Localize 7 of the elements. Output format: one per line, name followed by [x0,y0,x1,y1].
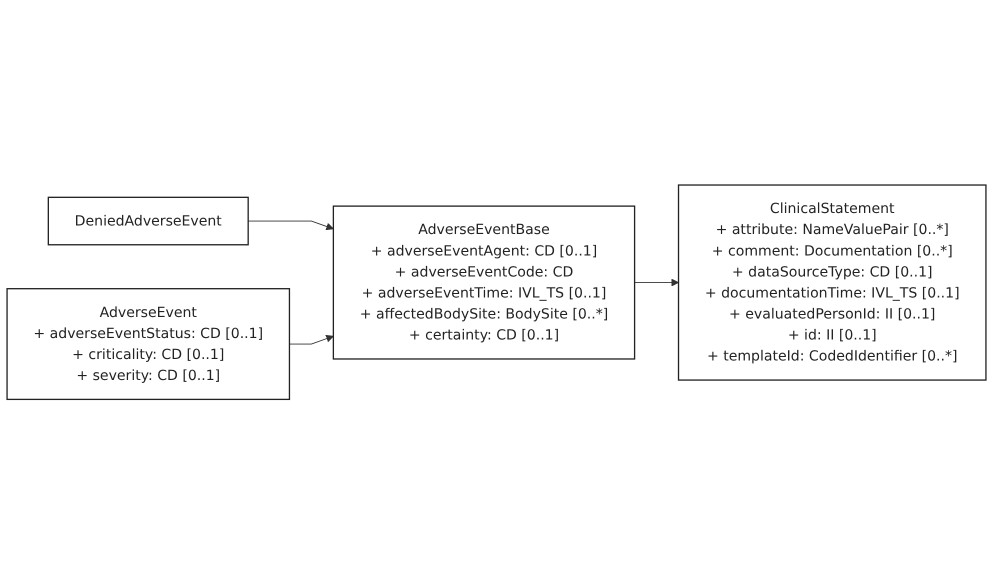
arrow [634,278,679,286]
node-box: ClinicalStatement + attribute: NameValuePair [0..*] + comment: Documentation [0..*] + dataSourceType: CD [0..1] + documentationTime: IVL_TS [0..1] + evaluatedPersonId: II [0..1] + id: II [0..1] + templateId: CodedIdentifier [0..*] [678,184,987,380]
node-box: DeniedAdverseEvent [48,196,249,246]
node-box: AdverseEvent + adverseEventStatus: CD [0..1] + criticality: CD [0..1] + severity: CD [0..1] [6,288,290,400]
arrow [289,334,334,344]
arrow [248,220,334,230]
node-box: AdverseEventBase + adverseEventAgent: CD [0..1] + adverseEventCode: CD + adverseEventTime: IVL_TS [0..1] + affectedBodySite: BodySite [0..*] + certainty: CD [0..1] [332,205,636,360]
